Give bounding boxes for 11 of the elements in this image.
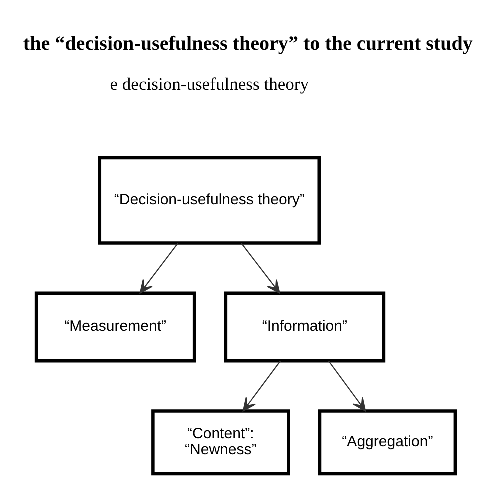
node-box: “Information” <box>224 292 386 363</box>
diagram-title: the “decision-usefulness theory” to the current study <box>23 32 473 55</box>
node-box: “Decision-usefulness theory” <box>98 156 321 245</box>
arrow <box>242 360 282 412</box>
node-box: “Aggregation” <box>318 410 458 476</box>
label: e decision-usefulness theory <box>110 74 310 94</box>
arrow <box>140 243 178 294</box>
node-box: “Measurement” <box>34 292 196 363</box>
arrow <box>328 360 366 412</box>
arrow <box>241 243 280 294</box>
node-box: “Content”: “Newness” <box>152 410 290 476</box>
